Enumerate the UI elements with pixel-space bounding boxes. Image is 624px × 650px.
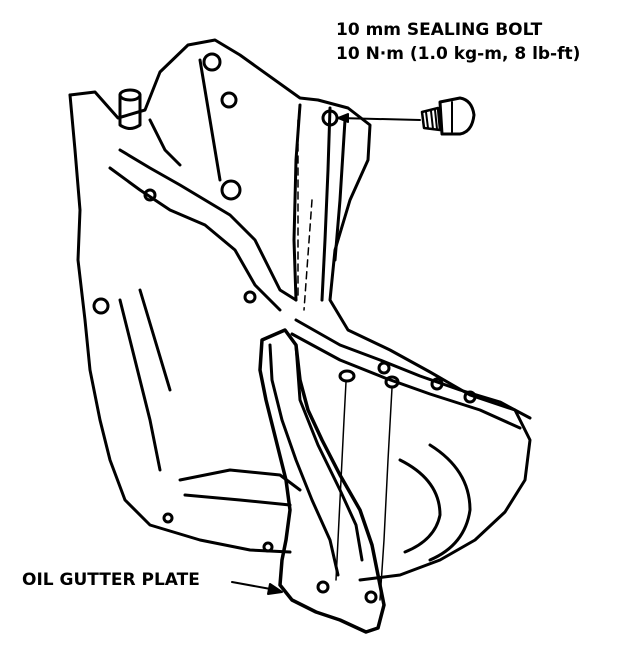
rib-column-far (333, 118, 347, 262)
lower-rib (118, 298, 162, 472)
mount-hole (220, 91, 238, 109)
mount-hole (220, 179, 242, 201)
mount-hole (162, 512, 174, 524)
gutter-leader-arrow (267, 583, 283, 595)
main-flange-lower (290, 332, 522, 430)
sealing-bolt-icon (420, 96, 476, 136)
oil-gutter-plate (258, 328, 386, 634)
guide-line (335, 381, 347, 581)
oil-gutter-plate-inner (268, 343, 340, 577)
main-flange (294, 318, 532, 420)
oil-gutter-plate-label: OIL GUTTER PLATE (22, 570, 200, 590)
mount-hole (377, 361, 391, 375)
dashed-guide (303, 199, 313, 311)
gutter-plate-hole (316, 580, 330, 594)
mount-hole (202, 52, 222, 72)
rib-column-left (292, 103, 302, 302)
guide-line (379, 387, 393, 601)
upper-flange-inner (108, 166, 282, 312)
bore-curve (428, 443, 472, 562)
bore-curve-inner (398, 458, 442, 554)
housing-outline (68, 38, 532, 582)
mount-hole (262, 541, 274, 553)
mount-hole (143, 188, 157, 202)
stud-top (118, 88, 142, 102)
flange-rib-2 (148, 118, 182, 167)
mount-hole (92, 297, 110, 315)
sealing-bolt-torque-label: 10 N·m (1.0 kg-m, 8 lb-ft) (336, 44, 581, 64)
rib-column-right (320, 106, 332, 302)
mount-hole (243, 290, 257, 304)
oil-gutter-plate-fold (294, 343, 364, 562)
mount-hole (463, 390, 477, 404)
upper-flange (118, 148, 298, 302)
flange-rib (198, 58, 222, 182)
bolt-leader-line (337, 117, 421, 121)
locating-boss (338, 369, 356, 383)
housing-left-edge (68, 93, 292, 554)
mount-hole (430, 377, 444, 391)
bolt-leader-arrow (337, 113, 349, 123)
gutter-plate-hole (364, 590, 378, 604)
lower-rib-2 (138, 288, 172, 392)
sealing-bolt-label: 10 mm SEALING BOLT (336, 20, 543, 40)
stud (118, 93, 142, 130)
lower-web-2 (183, 493, 292, 507)
lower-web (178, 468, 302, 492)
locating-boss (384, 375, 400, 389)
